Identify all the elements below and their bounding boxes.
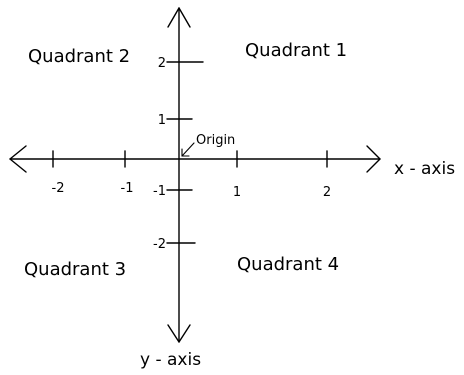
y-tick-label: 2 bbox=[158, 56, 166, 71]
x-tick-label: 2 bbox=[323, 185, 331, 200]
quadrant-3-label: Quadrant 3 bbox=[24, 259, 126, 280]
y-axis-up-arrow-icon bbox=[167, 7, 191, 28]
x-tick-label: 1 bbox=[233, 185, 241, 200]
x-tick-label: -1 bbox=[121, 181, 134, 196]
y-tick-label: -1 bbox=[153, 184, 166, 199]
origin-pointer-line bbox=[181, 142, 195, 157]
x-axis-left-arrow-icon bbox=[9, 145, 27, 173]
x-tick-label: -2 bbox=[52, 181, 65, 196]
quadrant-1-label: Quadrant 1 bbox=[245, 40, 347, 61]
quadrant-4-label: Quadrant 4 bbox=[237, 254, 339, 275]
x-axis-name: x - axis bbox=[394, 159, 455, 179]
y-tick-label: 1 bbox=[158, 113, 166, 128]
x-axis-right-arrow-icon bbox=[366, 145, 381, 173]
origin-pointer-arrow-icon bbox=[181, 148, 190, 157]
origin-label: Origin bbox=[196, 133, 235, 148]
quadrant-2-label: Quadrant 2 bbox=[28, 46, 130, 67]
y-axis-name: y - axis bbox=[140, 350, 201, 370]
y-tick-label: -2 bbox=[153, 237, 166, 252]
y-axis-down-arrow-icon bbox=[167, 324, 191, 343]
